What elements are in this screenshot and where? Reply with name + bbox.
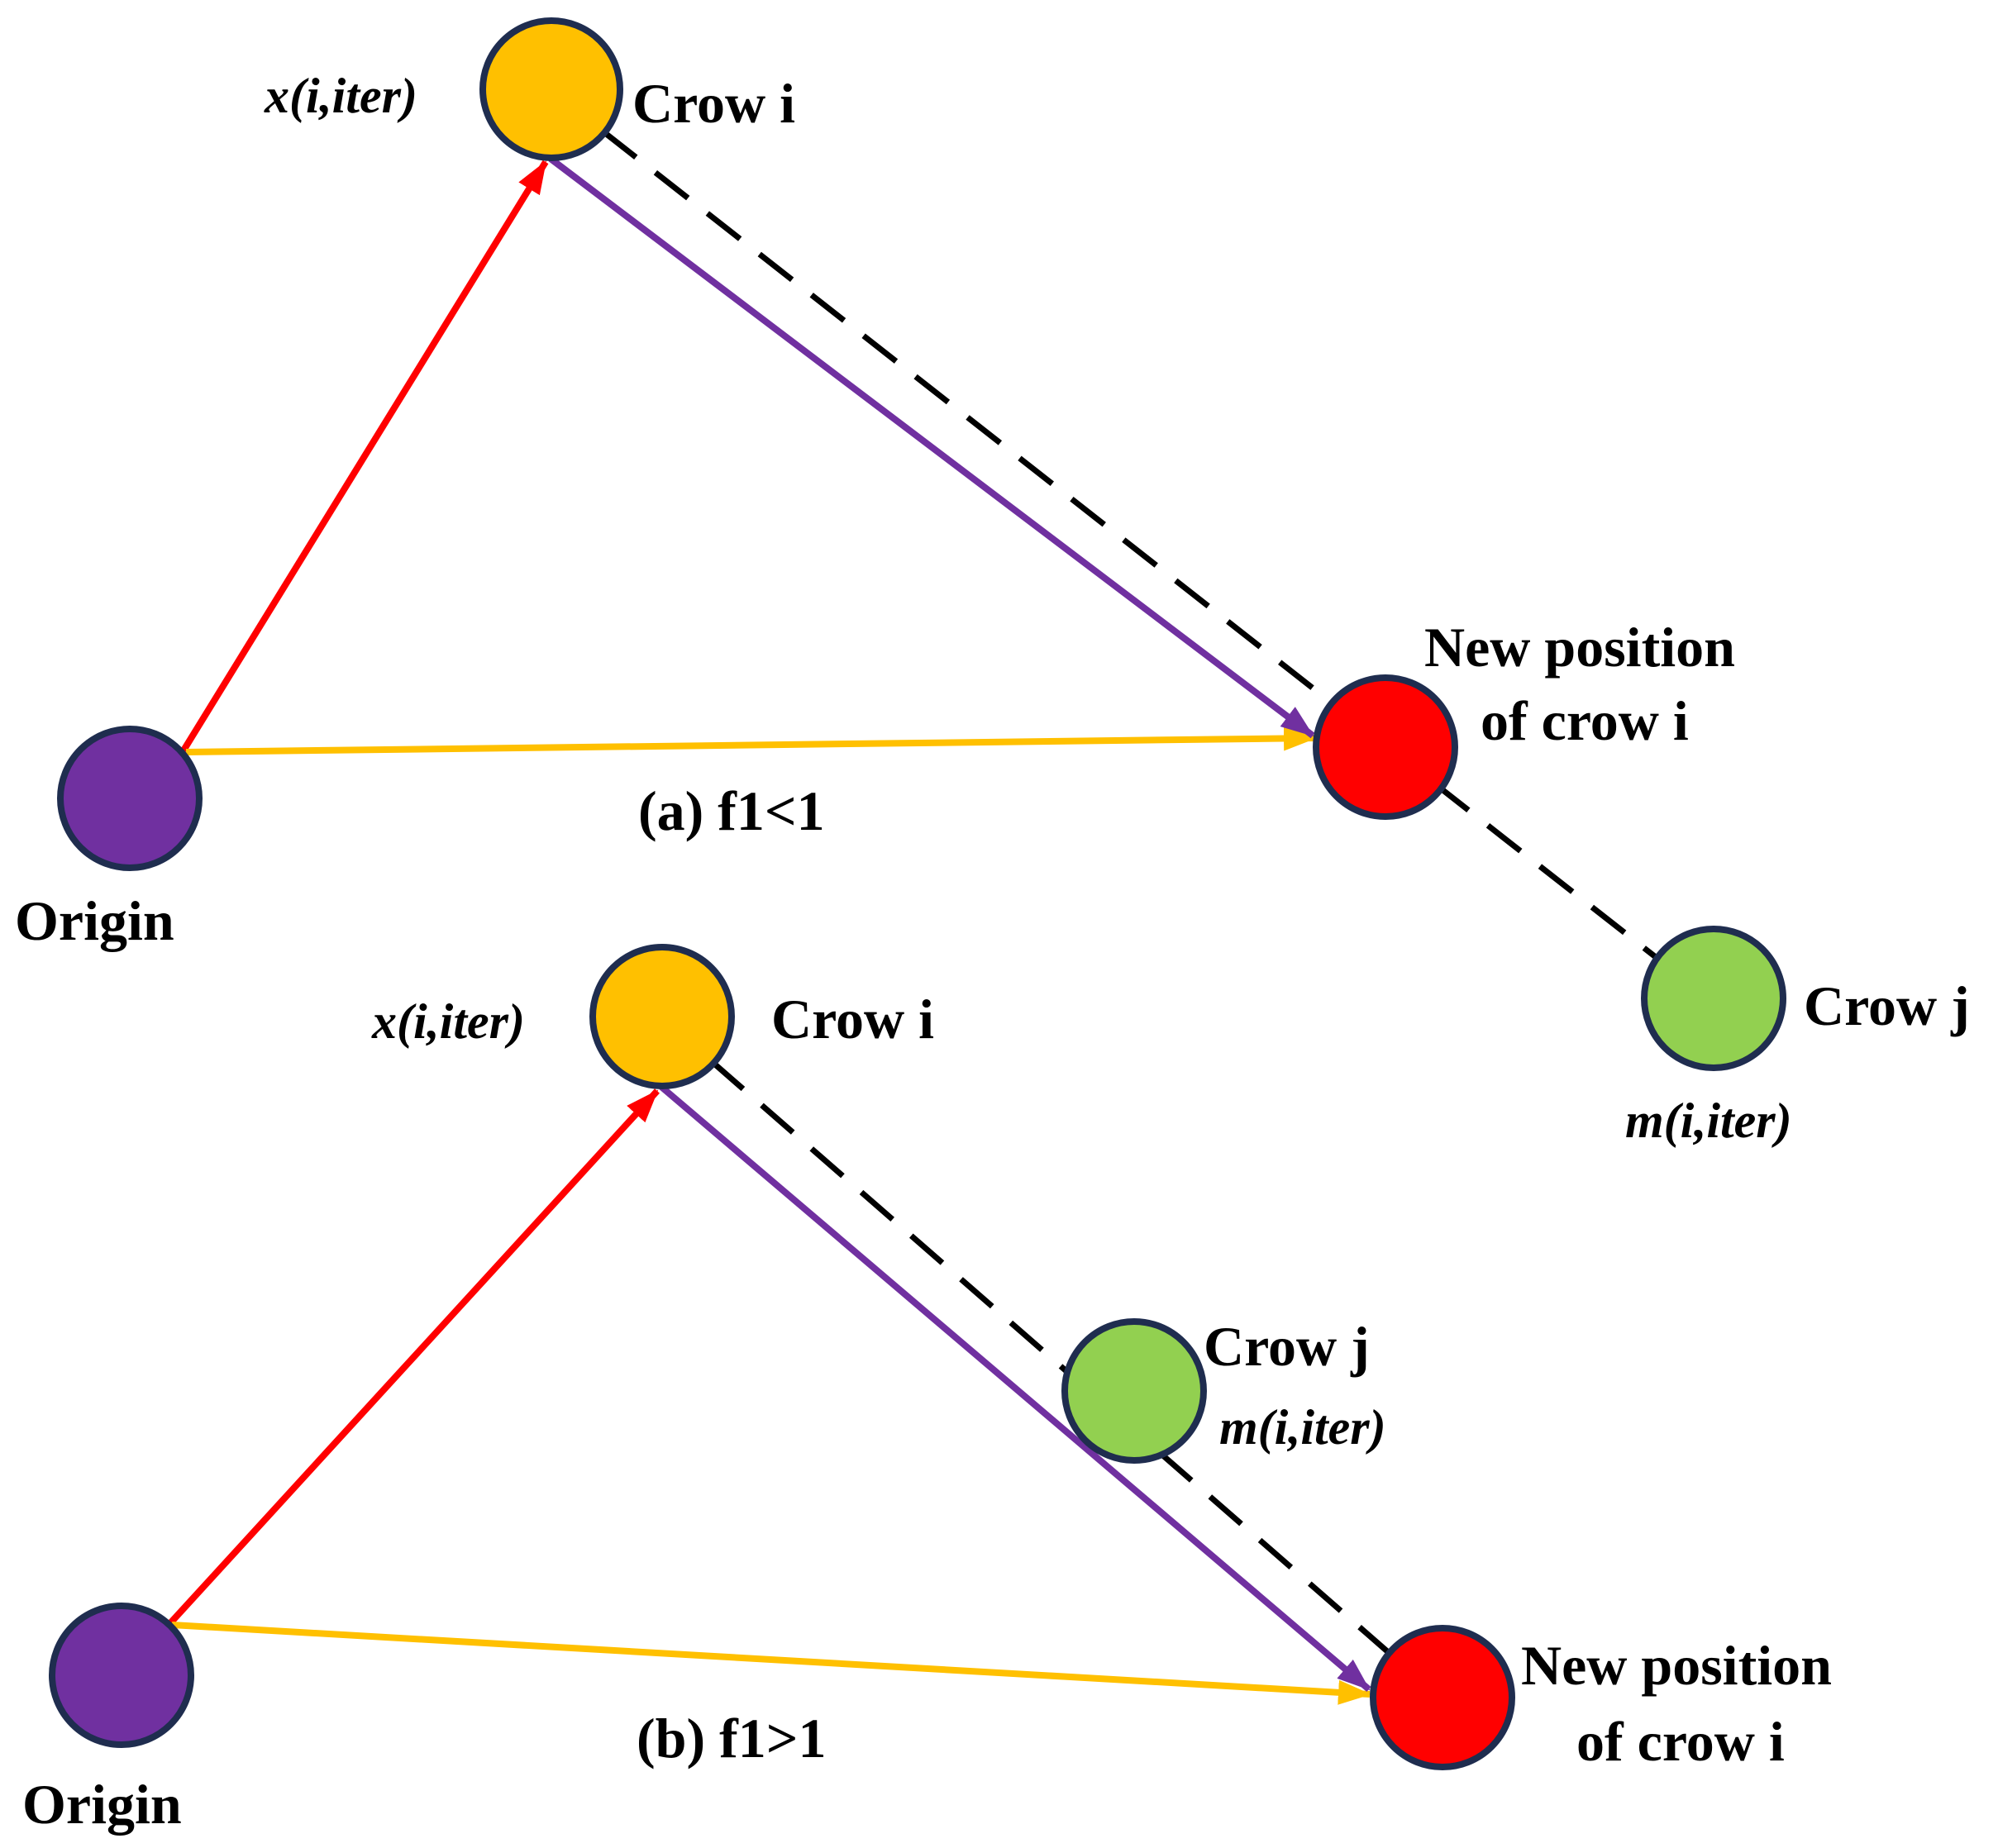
new-position-label-line1: New position bbox=[1424, 616, 1735, 679]
dashed-line-crow-i-to-new-position bbox=[660, 1016, 1441, 1698]
panel-b-caption: (b) f1>1 bbox=[637, 1707, 827, 1769]
arrow-crow-i-to-new-position bbox=[659, 1084, 1371, 1693]
arrow-origin-to-crow-i bbox=[180, 160, 549, 753]
panel-b: x(i,iter) Crow i Crow j m(i,iter) New po… bbox=[22, 944, 1832, 1836]
new-position-label-line2: of crow i bbox=[1481, 689, 1689, 752]
origin-node bbox=[57, 726, 203, 871]
crow-j-symbol: m(i,iter) bbox=[1219, 1400, 1386, 1455]
crow-j-symbol: m(i,iter) bbox=[1625, 1093, 1792, 1148]
crow-i-symbol: x(i,iter) bbox=[371, 994, 525, 1049]
arrow-origin-to-new-position bbox=[171, 1622, 1371, 1705]
panel-a-caption: (a) f1<1 bbox=[638, 779, 825, 842]
dashed-line-crow-i-to-crow-j bbox=[549, 88, 1716, 1005]
new-position-node bbox=[1313, 674, 1458, 820]
arrow-crow-i-to-new-position bbox=[548, 155, 1315, 739]
panel-a: x(i,iter) Crow i New position of crow i … bbox=[15, 17, 1970, 1148]
origin-label: Origin bbox=[15, 889, 174, 952]
crow-j-label: Crow j bbox=[1204, 1315, 1370, 1378]
crow-i-node bbox=[589, 944, 735, 1089]
origin-node bbox=[49, 1603, 194, 1748]
crow-i-node bbox=[479, 17, 623, 161]
origin-label: Origin bbox=[22, 1773, 182, 1836]
arrow-origin-to-new-position bbox=[185, 726, 1317, 755]
crow-i-symbol: x(i,iter) bbox=[264, 69, 417, 123]
crow-j-label: Crow j bbox=[1804, 974, 1970, 1037]
crow-j-node bbox=[1641, 926, 1786, 1071]
new-position-label-line2: of crow i bbox=[1576, 1710, 1785, 1773]
crow-i-label: Crow i bbox=[632, 72, 795, 135]
crow-i-label: Crow i bbox=[771, 988, 934, 1050]
arrow-origin-to-crow-i bbox=[167, 1088, 660, 1627]
crow-j-node bbox=[1061, 1318, 1207, 1464]
new-position-node bbox=[1370, 1625, 1515, 1770]
new-position-label-line1: New position bbox=[1521, 1634, 1832, 1697]
